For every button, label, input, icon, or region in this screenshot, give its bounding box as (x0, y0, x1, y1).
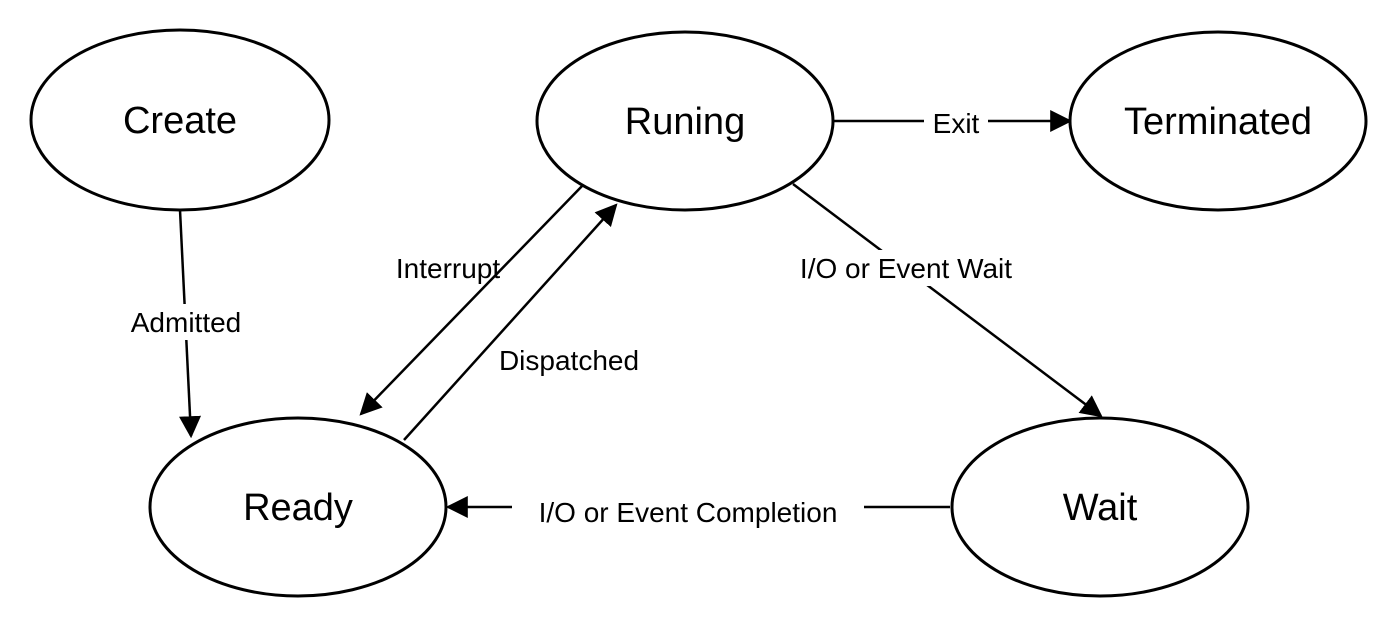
edge-dispatched: Dispatched (403, 203, 639, 441)
edge-dispatched-arrow (403, 203, 618, 441)
node-ready: Ready (148, 416, 448, 598)
node-ready-label: Ready (243, 487, 353, 529)
node-terminated-shape (1068, 30, 1368, 212)
node-wait-label: Wait (1063, 487, 1138, 529)
node-running-shape (535, 30, 835, 212)
edge-label-interrupt: Interrupt (396, 253, 500, 284)
node-ready-shape (148, 416, 448, 598)
edge-label-admitted: Admitted (131, 307, 242, 338)
edge-label-io-completion: I/O or Event Completion (539, 497, 838, 528)
edge-label-dispatched: Dispatched (499, 345, 639, 376)
edge-io-wait: I/O or Event Wait (778, 183, 1103, 418)
edge-admitted: Admitted (116, 209, 256, 439)
node-terminated: Terminated (1068, 30, 1368, 212)
edge-io-wait-arrow (792, 183, 1103, 418)
node-create-shape (29, 28, 331, 212)
node-running-label: Runing (625, 101, 745, 143)
edge-label-exit: Exit (933, 108, 980, 139)
edge-exit: Exit (834, 104, 1073, 140)
node-create: Create (29, 28, 331, 212)
node-wait: Wait (950, 416, 1250, 598)
node-running: Runing (535, 30, 835, 212)
edge-interrupt-arrow (359, 183, 585, 416)
edge-io-completion: I/O or Event Completion (445, 490, 950, 528)
node-create-label: Create (123, 100, 237, 142)
edge-label-io-wait: I/O or Event Wait (800, 253, 1012, 284)
edge-interrupt: Interrupt (359, 183, 585, 416)
node-terminated-label: Terminated (1124, 101, 1312, 143)
node-wait-shape (950, 416, 1250, 598)
